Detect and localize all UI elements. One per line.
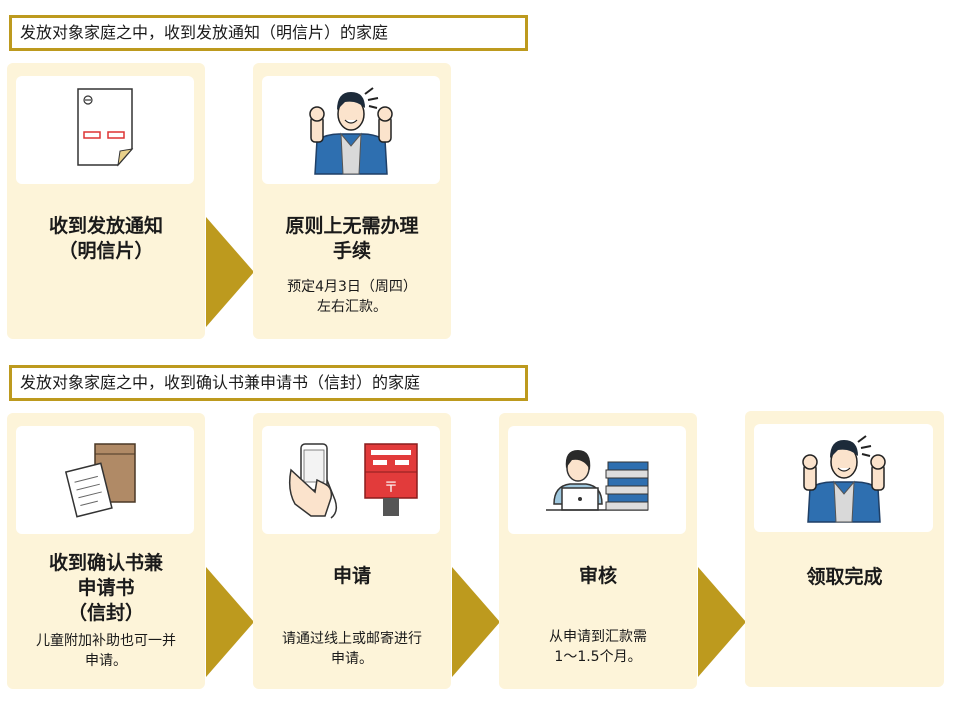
step-title: 领取完成 [745,565,944,590]
note-line: 从申请到汇款需 [549,629,647,645]
title-line: 领取完成 [806,566,883,588]
section1-header-text: 发放对象家庭之中，收到发放通知（明信片）的家庭 [20,23,389,42]
postcard-icon [77,88,134,167]
note-line: 1～1.5个月。 [554,649,642,665]
note-line: 预定4月3日（周四） [287,279,417,295]
flow-arrow [206,567,254,677]
note-line: 请通过线上或邮寄进行 [282,631,422,647]
svg-text:〒: 〒 [384,480,398,496]
step-note: 儿童附加补助也可一并 申请。 [7,631,205,671]
step-card-no-procedure: 原则上无需办理 手续 预定4月3日（周四） 左右汇款。 [253,63,451,339]
step-note: 请通过线上或邮寄进行 申请。 [253,629,451,669]
smartphone-mailbox-icon: 〒 [288,443,418,519]
flow-arrow [206,217,254,327]
step-card-receive-application: 收到确认书兼 申请书 （信封） 儿童附加补助也可一并 申请。 [7,413,205,689]
title-line: 申请书 [77,577,135,599]
step-image: 〒 [262,426,440,534]
happy-man-icon [309,87,393,175]
office-worker-icon [546,450,649,511]
note-line: 申请。 [85,653,127,669]
step-image [508,426,686,534]
step-title: 收到确认书兼 申请书 （信封） [7,551,205,626]
title-line: 审核 [578,565,617,587]
step-card-receive-notice: 收到发放通知 （明信片） [7,63,205,339]
happy-man-icon [801,435,886,523]
step-image [16,426,194,534]
section2-header: 发放对象家庭之中，收到确认书兼申请书（信封）的家庭 [9,365,528,401]
step-card-complete: 领取完成 [745,411,944,687]
step-title: 收到发放通知 （明信片） [7,214,205,264]
step-card-review: 审核 从申请到汇款需 1～1.5个月。 [499,413,697,689]
title-line: 申请 [332,565,371,587]
step-title: 审核 [499,564,697,589]
note-line: 儿童附加补助也可一并 [36,633,176,649]
step-image [754,424,933,532]
step-note: 从申请到汇款需 1～1.5个月。 [499,627,697,667]
title-line: （信封） [67,602,144,624]
step-image [16,76,194,184]
title-line: 原则上无需办理 [285,215,419,237]
section2-header-text: 发放对象家庭之中，收到确认书兼申请书（信封）的家庭 [20,373,421,392]
title-line: 手续 [332,240,371,262]
title-line: 收到确认书兼 [48,552,163,574]
step-image [262,76,440,184]
flow-arrow [452,567,500,677]
title-line: 收到发放通知 [48,215,163,237]
flow-arrow [698,567,746,677]
step-card-apply: 〒 申请 请通过线上或邮寄进行 申请。 [253,413,451,689]
note-line: 左右汇款。 [317,299,387,315]
section1-header: 发放对象家庭之中，收到发放通知（明信片）的家庭 [9,15,528,51]
step-title: 原则上无需办理 手续 [253,214,451,264]
note-line: 申请。 [331,651,373,667]
step-title: 申请 [253,564,451,589]
step-note: 预定4月3日（周四） 左右汇款。 [253,277,451,317]
title-line: （明信片） [58,240,154,262]
envelope-document-icon [65,443,136,518]
